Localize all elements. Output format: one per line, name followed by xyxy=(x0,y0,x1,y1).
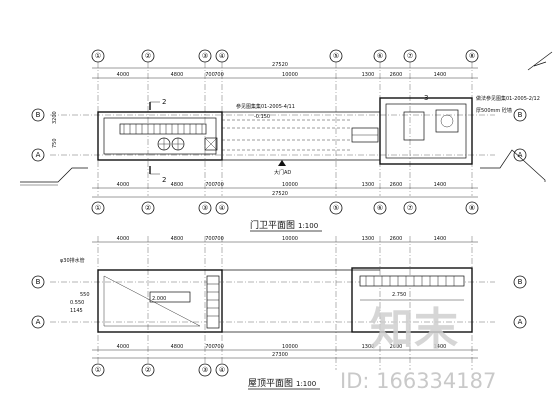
axis-bubble-side: A xyxy=(518,151,523,159)
axis-bubble: ③ xyxy=(202,366,208,374)
axis-bubble: ① xyxy=(95,52,101,60)
axis-bubble-side: B xyxy=(36,278,41,286)
axis-bubble-side: B xyxy=(518,278,523,286)
section-marker: 2 xyxy=(162,176,166,184)
plan-bottom: 4000 4800 700 700 10000 1300 2600 1400 B… xyxy=(31,236,527,390)
plan-top-scale: 1:100 xyxy=(298,222,318,230)
axis-bubble: ⑧ xyxy=(469,52,475,60)
axis-bubble: ⑦ xyxy=(407,52,413,60)
side-dim: 3200 xyxy=(52,111,58,124)
axis-bubble-side: A xyxy=(518,318,523,326)
overall-dimension: 27300 xyxy=(272,352,288,358)
segment-dim: 4800 xyxy=(171,182,184,188)
gate-sign: 大门AD xyxy=(274,169,291,176)
segment-dim: 700 xyxy=(205,344,215,350)
segment-dim: 1400 xyxy=(434,344,447,350)
north-mark-icon xyxy=(527,51,553,71)
axis-bubble: ② xyxy=(145,52,151,60)
segment-dim: 1300 xyxy=(362,72,375,78)
plan-bottom-scale: 1:100 xyxy=(296,380,316,388)
segment-dim: 2600 xyxy=(390,236,403,242)
axis-bubble: ① xyxy=(95,366,101,374)
axis-bubble-side: A xyxy=(36,151,41,159)
axis-bubble: ③ xyxy=(202,52,208,60)
axis-bubble: ⑤ xyxy=(333,52,339,60)
axis-bubble: ① xyxy=(95,204,101,212)
segment-dim: 10000 xyxy=(282,236,298,242)
plan-top-axis-row-bottom: ① ② ③ ④ ⑤ ⑥ ⑦ ⑧ xyxy=(91,201,479,215)
axis-bubble: ⑥ xyxy=(377,204,383,212)
axis-bubble: ⑧ xyxy=(469,204,475,212)
segment-dim: 700 xyxy=(214,182,224,188)
segment-dim: 4800 xyxy=(171,344,184,350)
dim-left: 1145 xyxy=(70,308,83,314)
plan-bottom-segment-dims-bottom: 4000 4800 700 700 10000 1300 2600 1400 xyxy=(117,344,447,350)
axis-bubble: ② xyxy=(145,366,151,374)
pipe-note: φ30排水管 xyxy=(60,257,85,264)
segment-dim: 700 xyxy=(205,182,215,188)
segment-dim: 2600 xyxy=(390,72,403,78)
axis-bubble: ④ xyxy=(219,204,225,212)
plan-top-segment-dims: 4000 4800 700 700 10000 1300 2600 1400 xyxy=(117,72,447,78)
plan-bottom-axis-row-bottom: ① ② ③ ④ xyxy=(91,363,229,377)
axis-bubble-side: B xyxy=(36,111,41,119)
axis-bubble-side: B xyxy=(518,111,523,119)
segment-dim: 10000 xyxy=(282,72,298,78)
segment-dim: 4000 xyxy=(117,344,130,350)
segment-dim: 1300 xyxy=(362,236,375,242)
hatch-band xyxy=(119,123,207,135)
level-mark: -0.150 xyxy=(254,114,270,120)
thickness-note: 厚500mm 砼墙 xyxy=(476,107,512,114)
segment-dim: 1300 xyxy=(362,182,375,188)
segment-dim: 1400 xyxy=(434,182,447,188)
segment-dim: 700 xyxy=(214,72,224,78)
side-dim: 750 xyxy=(52,138,58,148)
slope-value: 2.000 xyxy=(152,296,166,302)
segment-dim: 4800 xyxy=(171,72,184,78)
segment-dim: 1400 xyxy=(434,236,447,242)
room-marker: 3 xyxy=(424,94,428,102)
segment-dim: 4000 xyxy=(117,72,130,78)
segment-dim: 4800 xyxy=(171,236,184,242)
reference-note: 参见图集集01-2005-4/11 xyxy=(236,103,295,110)
plan-top-title: 门卫平面图 xyxy=(250,219,295,231)
overall-dimension: 27520 xyxy=(272,62,288,68)
section-marker: 2 xyxy=(162,98,166,106)
axis-bubble: ④ xyxy=(219,366,225,374)
reference-note: 做法参见图集01-2005-2/12 xyxy=(476,95,540,102)
axis-bubble: ② xyxy=(145,204,151,212)
segment-dim: 700 xyxy=(205,236,215,242)
watermark-id: ID: 166334187 xyxy=(340,369,496,393)
north-arrow-icon xyxy=(278,160,286,166)
watermark-logo: 知末 xyxy=(370,304,458,355)
axis-bubble: ⑦ xyxy=(407,204,413,212)
dim-small: 550 xyxy=(80,292,90,298)
segment-dim: 2600 xyxy=(390,344,403,350)
segment-dim: 700 xyxy=(214,236,224,242)
level-mark: 0.550 xyxy=(70,300,84,306)
plan-top-segment-dims-bottom: 4000 4800 700 700 10000 1300 2600 1400 xyxy=(117,182,447,188)
segment-dim: 10000 xyxy=(282,182,298,188)
overall-dimension: 27520 xyxy=(272,191,288,197)
axis-bubble: ③ xyxy=(202,204,208,212)
segment-dim: 700 xyxy=(205,72,215,78)
segment-dim: 4000 xyxy=(117,182,130,188)
segment-dim: 1400 xyxy=(434,72,447,78)
plan-bottom-segment-dims: 4000 4800 700 700 10000 1300 2600 1400 xyxy=(117,236,447,242)
segment-dim: 1300 xyxy=(362,344,375,350)
axis-bubble: ④ xyxy=(219,52,225,60)
plan-top-axis-row-top: ① ② ③ ④ ⑤ ⑥ ⑦ ⑧ xyxy=(91,49,479,63)
axis-bubble: ⑥ xyxy=(377,52,383,60)
segment-dim: 10000 xyxy=(282,344,298,350)
segment-dim: 4000 xyxy=(117,236,130,242)
axis-bubble: ⑤ xyxy=(333,204,339,212)
plan-top: ① ② ③ ④ ⑤ ⑥ ⑦ ⑧ 27520 4000 4800 700 700 … xyxy=(20,49,546,232)
axis-bubble-side: A xyxy=(36,318,41,326)
segment-dim: 700 xyxy=(214,344,224,350)
level-mark: 2.750 xyxy=(392,292,406,298)
plan-bottom-title: 屋顶平面图 xyxy=(248,378,293,389)
segment-dim: 2600 xyxy=(390,182,403,188)
